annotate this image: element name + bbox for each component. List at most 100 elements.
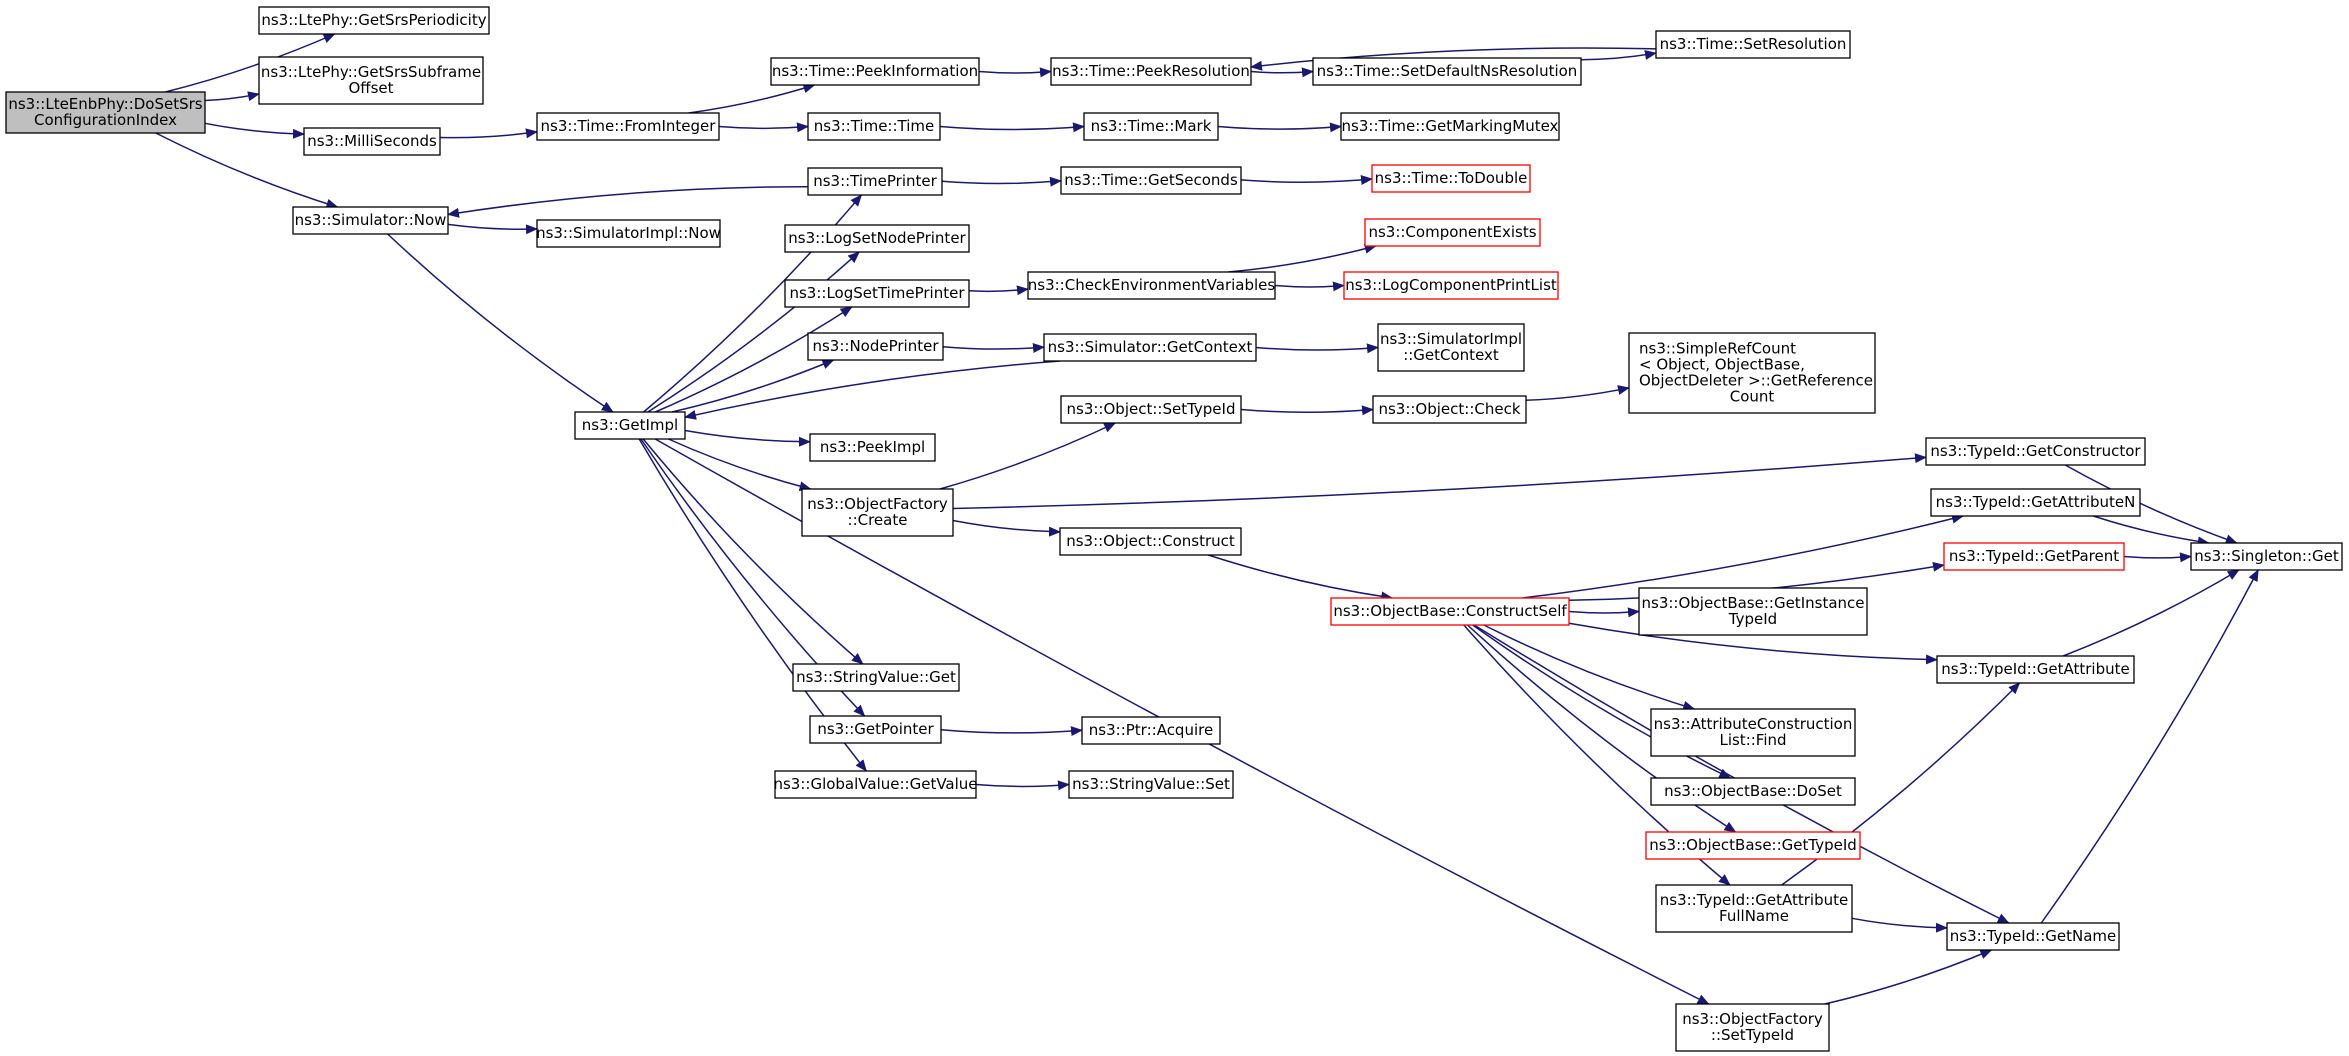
node-label: ns3::TypeId::GetAttribute [1941,660,2129,678]
node-objBaseGetTypeId[interactable]: ns3::ObjectBase::GetTypeId [1645,831,1861,860]
node-peekInformation[interactable]: ns3::Time::PeekInformation [770,57,980,86]
node-timePrinter[interactable]: ns3::TimePrinter [807,167,943,196]
node-label: List::Find [1719,731,1786,749]
node-box [807,112,941,141]
node-timeMark[interactable]: ns3::Time::Mark [1083,112,1219,141]
node-timeTime[interactable]: ns3::Time::Time [807,112,941,141]
node-box [536,219,721,248]
call-edge-simGetContext-to-getImpl [684,360,1061,420]
call-edge-typeIdGetName-to-singletonGet [2040,569,2259,924]
node-typeIdGetAttributeN[interactable]: ns3::TypeId::GetAttributeN [1930,488,2141,517]
node-objBaseDoSet[interactable]: ns3::ObjectBase::DoSet [1650,777,1856,806]
node-objCheck[interactable]: ns3::Object::Check [1372,395,1527,424]
node-box [1371,164,1531,193]
node-constructSelf[interactable]: ns3::ObjectBase::ConstructSelf [1330,597,1570,626]
call-edge-timePrinter-to-simulatorNow [447,185,809,218]
node-componentExists[interactable]: ns3::ComponentExists [1364,218,1541,247]
node-box [258,56,484,105]
call-edge-getImpl-to-objFactoryCreate [668,438,812,492]
node-box [1343,271,1559,300]
node-box [1083,112,1219,141]
node-simGetContext[interactable]: ns3::Simulator::GetContext [1043,333,1257,362]
node-box [809,715,942,744]
node-stringValueGet[interactable]: ns3::StringValue::Get [792,663,960,692]
node-label: ns3::Time::ToDouble [1375,169,1528,187]
call-edge-getImpl-to-logSetNodePrinter [647,251,860,413]
node-ptrAcquire[interactable]: ns3::Ptr::Acquire [1081,716,1221,745]
node-logSetNodePrinter[interactable]: ns3::LogSetNodePrinter [784,224,970,253]
node-label: ::GetContext [1403,346,1499,364]
node-getImpl[interactable]: ns3::GetImpl [574,411,686,440]
node-box [1050,57,1252,86]
node-objFactorySetTypeId[interactable]: ns3::ObjectFactory::SetTypeId [1675,1003,1830,1052]
node-label: ns3::Time::GetMarkingMutex [1342,117,1559,135]
node-label: ns3::ObjectFactory [1682,1010,1823,1028]
node-getMarkingMutex[interactable]: ns3::Time::GetMarkingMutex [1340,112,1560,141]
node-simpleRefCount[interactable]: ns3::SimpleRefCount< Object, ObjectBase,… [1628,332,1876,414]
node-nodePrinter[interactable]: ns3::NodePrinter [807,332,944,361]
node-setResolution[interactable]: ns3::Time::SetResolution [1655,30,1851,59]
call-edge-constructSelf-to-objBaseDoSet [1472,624,1732,779]
call-edge-objCheck-to-simpleRefCount [1525,385,1630,402]
node-box [1925,437,2146,466]
call-edge-simGetContext-to-simImplGetContext [1255,343,1379,354]
node-label: ns3::TimePrinter [813,172,937,190]
node-typeIdGetParent[interactable]: ns3::TypeId::GetParent [1943,542,2125,571]
node-box [1943,542,2125,571]
node-label: TypeId [1728,610,1777,628]
node-peekResolution[interactable]: ns3::Time::PeekResolution [1050,57,1252,86]
node-label: ns3::LogSetTimePrinter [789,284,965,302]
node-typeIdGetConstructor[interactable]: ns3::TypeId::GetConstructor [1925,437,2146,466]
call-edge-getPointer-to-ptrAcquire [940,726,1083,737]
node-logSetTimePrinter[interactable]: ns3::LogSetTimePrinter [784,279,970,308]
node-label: ns3::StringValue::Get [796,668,956,686]
node-singletonGet[interactable]: ns3::Singleton::Get [2190,542,2343,571]
node-fromInteger[interactable]: ns3::Time::FromInteger [536,112,720,141]
node-label: ns3::Time::GetSeconds [1064,171,1238,189]
node-root[interactable]: ns3::LteEnbPhy::DoSetSrsConfigurationInd… [5,91,206,134]
node-box [536,112,720,141]
node-setDefaultNsResolution[interactable]: ns3::Time::SetDefaultNsResolution [1312,57,1582,86]
node-typeIdGetName[interactable]: ns3::TypeId::GetName [1946,922,2120,951]
node-objSetTypeId[interactable]: ns3::Object::SetTypeId [1060,395,1242,424]
node-box [809,433,936,462]
node-box [5,91,206,134]
node-label: ns3::GetImpl [582,416,678,434]
node-logComponentPrintList[interactable]: ns3::LogComponentPrintList [1343,271,1559,300]
node-box [774,770,977,799]
node-milliSeconds[interactable]: ns3::MilliSeconds [303,127,441,156]
node-getPointer[interactable]: ns3::GetPointer [809,715,942,744]
node-globalValueGetValue[interactable]: ns3::GlobalValue::GetValue [773,770,978,799]
node-getSrsPeriodicity[interactable]: ns3::LtePhy::GetSrsPeriodicity [258,6,490,35]
node-box [1330,597,1570,626]
node-peekImpl[interactable]: ns3::PeekImpl [809,433,936,462]
call-edge-checkEnvVars-to-componentExists [1228,243,1377,273]
node-toDouble[interactable]: ns3::Time::ToDouble [1371,164,1531,193]
node-simImplNow[interactable]: ns3::SimulatorImpl::Now [536,219,721,248]
node-label: ns3::NodePrinter [812,337,939,355]
node-box [1930,488,2141,517]
node-simImplGetContext[interactable]: ns3::SimulatorImpl::GetContext [1377,323,1525,372]
node-label: ns3::TypeId::GetName [1950,927,2116,945]
node-box [574,411,686,440]
node-label: ns3::Time::Mark [1091,117,1212,135]
node-objConstruct[interactable]: ns3::Object::Construct [1059,527,1242,556]
call-edge-constructSelf-to-objBaseGetTypeId [1466,624,1737,833]
node-stringValueSet[interactable]: ns3::StringValue::Set [1068,770,1234,799]
node-objFactoryCreate[interactable]: ns3::ObjectFactory::Create [801,488,954,537]
node-getSeconds[interactable]: ns3::Time::GetSeconds [1060,166,1242,195]
node-checkEnvVars[interactable]: ns3::CheckEnvironmentVariables [1027,271,1276,300]
node-typeIdGetAttribute[interactable]: ns3::TypeId::GetAttribute [1936,655,2135,684]
node-label: ns3::Simulator::GetContext [1048,338,1253,356]
node-simulatorNow[interactable]: ns3::Simulator::Now [292,206,449,235]
node-label: ns3::LogComponentPrintList [1345,276,1557,294]
node-label: FullName [1719,907,1789,925]
call-edge-root-to-simulatorNow [155,132,339,209]
call-edge-objFactoryCreate-to-objConstruct [952,519,1061,537]
call-edge-fromInteger-to-peekInformation [688,83,816,114]
